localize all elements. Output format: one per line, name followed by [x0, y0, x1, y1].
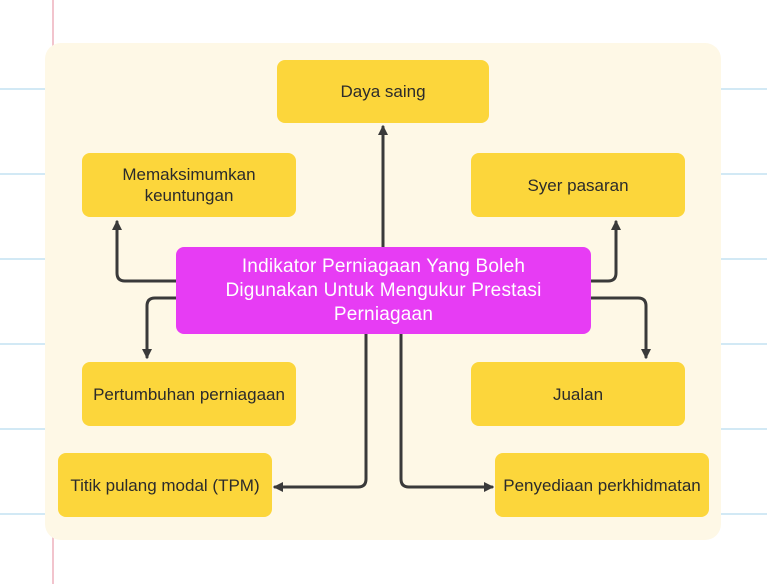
arrow-to-syer-pasaran	[589, 220, 621, 283]
node-titik-pulang-modal: Titik pulang modal (TPM)	[58, 453, 272, 517]
arrow-to-titik-pulang	[273, 332, 368, 492]
node-memaksimumkan-keuntungan: Memaksimumkan keuntungan	[82, 153, 296, 217]
arrow-to-penyediaan	[399, 332, 494, 492]
node-jualan: Jualan	[471, 362, 685, 426]
node-daya-saing: Daya saing	[277, 60, 489, 123]
central-topic: Indikator Perniagaan Yang Boleh Digunaka…	[176, 247, 591, 334]
arrow-to-memaksimumkan	[112, 220, 178, 283]
arrow-to-jualan	[589, 296, 651, 359]
node-pertumbuhan-perniagaan: Pertumbuhan perniagaan	[82, 362, 296, 426]
node-syer-pasaran: Syer pasaran	[471, 153, 685, 217]
arrow-to-pertumbuhan	[142, 296, 178, 359]
node-penyediaan-perkhidmatan: Penyediaan perkhidmatan	[495, 453, 709, 517]
